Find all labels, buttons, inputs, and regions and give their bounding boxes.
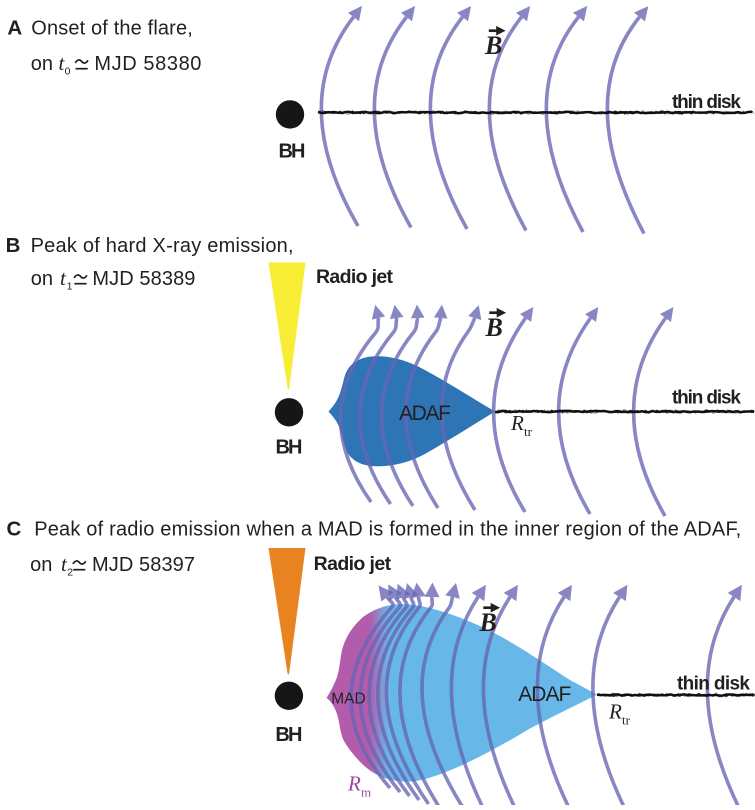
- svg-text:t: t: [60, 266, 67, 290]
- svg-text:on: on: [31, 53, 53, 75]
- svg-text:R: R: [510, 411, 524, 435]
- svg-text:t: t: [59, 51, 66, 75]
- svg-text:ADAF: ADAF: [518, 683, 571, 706]
- svg-text:B: B: [484, 31, 502, 60]
- svg-text:B: B: [6, 234, 21, 257]
- svg-text:2: 2: [67, 567, 73, 579]
- svg-text:1: 1: [67, 281, 73, 293]
- svg-text:thin disk: thin disk: [672, 92, 741, 113]
- svg-text:A: A: [7, 17, 22, 40]
- svg-text:B: B: [485, 313, 503, 342]
- svg-text:B: B: [479, 608, 497, 637]
- svg-text:Radio jet: Radio jet: [316, 266, 394, 288]
- svg-text:MAD: MAD: [331, 691, 366, 708]
- svg-text:R: R: [608, 700, 622, 724]
- svg-text:tr: tr: [524, 424, 533, 439]
- svg-text:tr: tr: [622, 713, 631, 728]
- svg-text:Onset of the flare,: Onset of the flare,: [31, 18, 193, 40]
- svg-text:BH: BH: [275, 724, 302, 746]
- svg-text:on: on: [30, 554, 52, 576]
- svg-text:0: 0: [65, 66, 71, 78]
- svg-text:MJD 58380: MJD 58380: [94, 53, 201, 75]
- svg-text:Peak of radio emission when a: Peak of radio emission when a MAD is for…: [34, 519, 741, 541]
- svg-text:t: t: [61, 552, 68, 576]
- svg-text:m: m: [361, 785, 371, 800]
- svg-text:Radio jet: Radio jet: [314, 553, 392, 575]
- svg-text:on: on: [31, 268, 53, 290]
- svg-text:MJD 58397: MJD 58397: [92, 554, 195, 576]
- svg-text:ADAF: ADAF: [399, 402, 451, 425]
- svg-text:MJD 58389: MJD 58389: [92, 268, 195, 290]
- svg-text:thin disk: thin disk: [677, 673, 750, 694]
- svg-text:R: R: [347, 772, 361, 796]
- svg-text:C: C: [7, 518, 22, 541]
- svg-text:Peak of hard X-ray emission,: Peak of hard X-ray emission,: [31, 235, 294, 257]
- svg-text:thin disk: thin disk: [672, 388, 741, 409]
- svg-text:BH: BH: [276, 437, 303, 459]
- svg-text:BH: BH: [279, 140, 306, 162]
